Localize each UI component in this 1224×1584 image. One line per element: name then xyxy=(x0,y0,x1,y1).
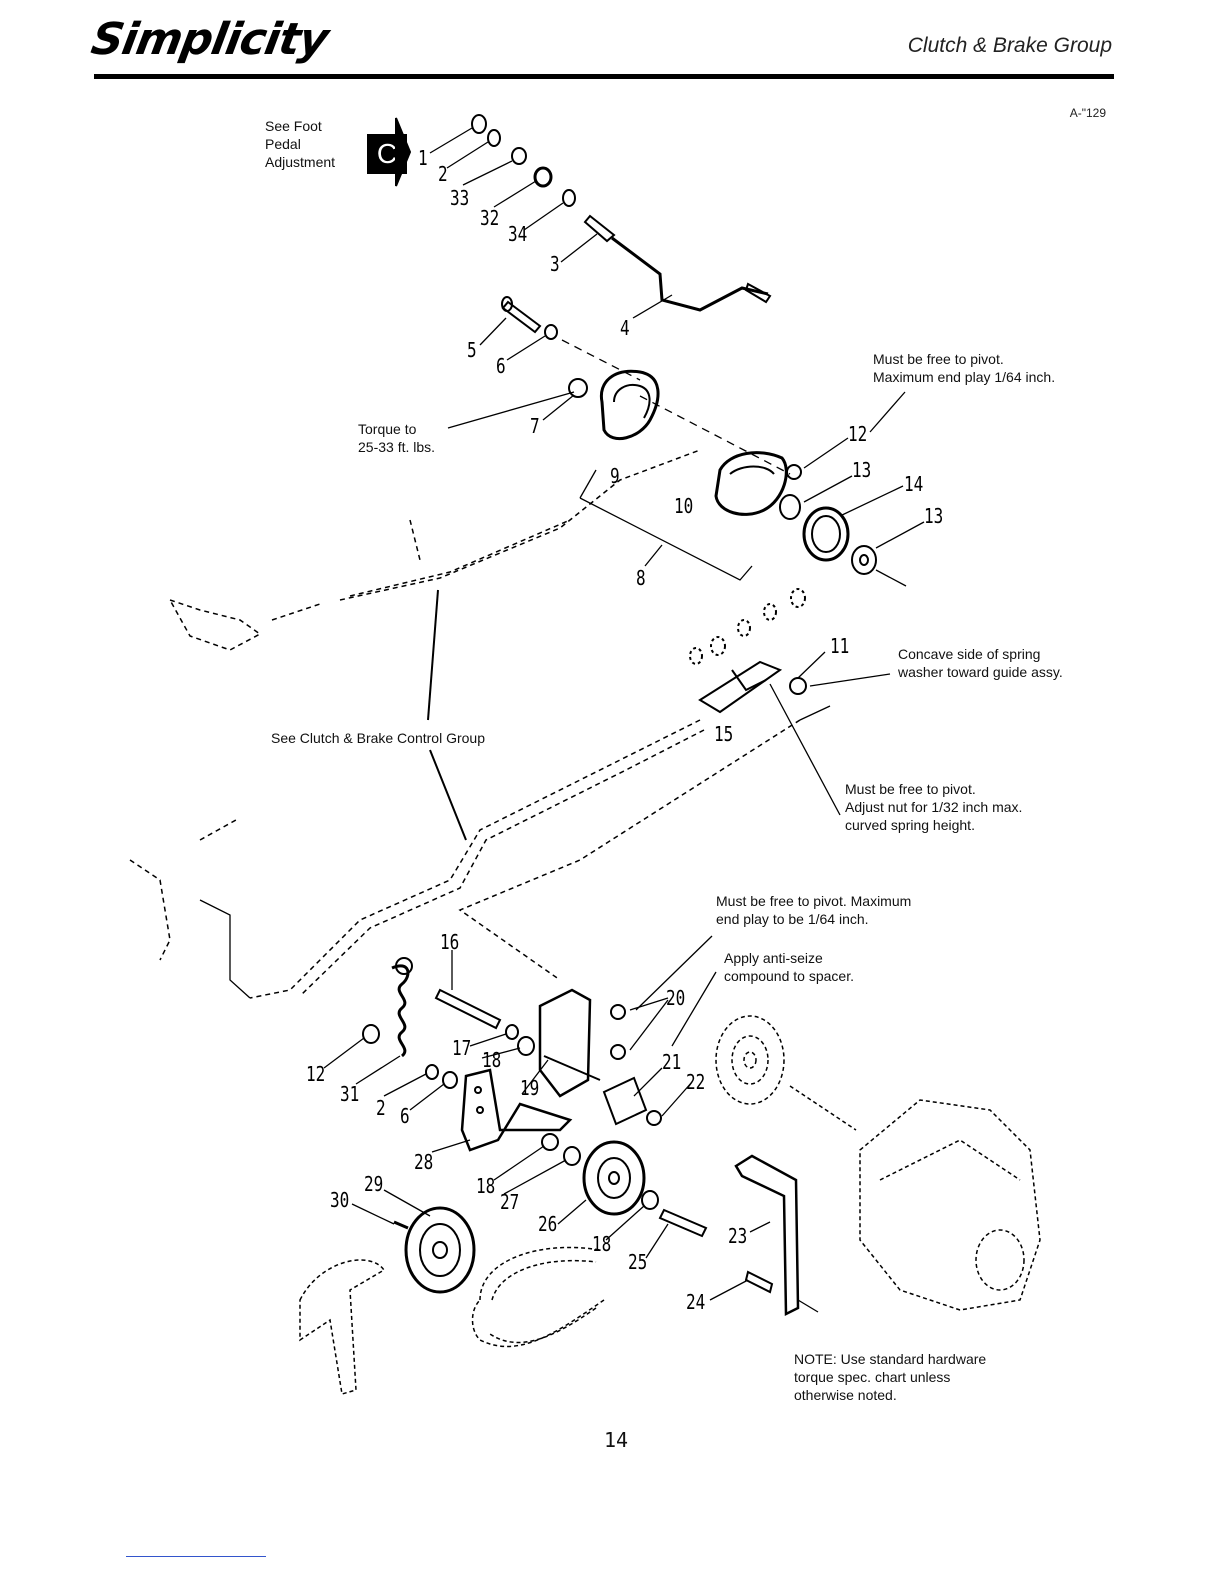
callout-24: 24 xyxy=(686,1290,706,1314)
engine-pulley xyxy=(715,1015,785,1105)
callout-7: 7 xyxy=(530,414,540,438)
guide-assembly-15 xyxy=(689,588,891,816)
callout-6-lower: 6 xyxy=(400,1104,410,1128)
bracket-8 xyxy=(579,395,791,581)
note-spring-washer: Concave side of spring washer toward gui… xyxy=(898,646,1063,680)
callout-13-upper: 13 xyxy=(852,458,872,482)
lower-hardware xyxy=(362,988,662,1126)
leader-lines-top xyxy=(429,127,673,319)
bolt-5-washer-6 xyxy=(479,296,641,381)
callout-5: 5 xyxy=(467,338,477,362)
callout-29: 29 xyxy=(364,1172,384,1196)
callout-18-upper: 18 xyxy=(482,1048,502,1072)
top-hardware-stack xyxy=(471,114,576,207)
callout-26: 26 xyxy=(538,1212,558,1236)
lever-lower-left xyxy=(199,899,251,999)
callout-9: 9 xyxy=(610,464,620,488)
callout-25: 25 xyxy=(628,1250,648,1274)
callout-23: 23 xyxy=(728,1224,748,1248)
note-control-group: See Clutch & Brake Control Group xyxy=(271,730,485,746)
reference-arrow xyxy=(395,117,412,187)
control-linkage-upper xyxy=(168,449,701,651)
note-pivot-20: Must be free to pivot. Maximum end play … xyxy=(716,893,912,927)
callout-8: 8 xyxy=(636,566,646,590)
pulley-stack-13-14 xyxy=(779,391,925,587)
page-number: 14 xyxy=(604,1428,629,1452)
idler-pulley-26 xyxy=(541,1133,708,1238)
spring-31 xyxy=(391,957,413,1058)
bracket-23 xyxy=(734,1154,819,1317)
header-rule xyxy=(94,74,1114,79)
note-torque: Torque to 25-33 ft. lbs. xyxy=(358,421,436,455)
callout-30: 30 xyxy=(330,1188,350,1212)
callout-27: 27 xyxy=(500,1190,520,1214)
belt xyxy=(471,1246,605,1348)
callout-2-lower: 2 xyxy=(376,1096,386,1120)
callout-15: 15 xyxy=(714,722,734,746)
callout-31: 31 xyxy=(340,1082,360,1106)
callout-14: 14 xyxy=(904,472,924,496)
callout-33: 33 xyxy=(450,186,470,210)
callout-19: 19 xyxy=(520,1076,540,1100)
leader-control-group-upper xyxy=(427,589,439,721)
note-pivot-12: Must be free to pivot. Maximum end play … xyxy=(873,351,1056,385)
diagram-id: A-"129 xyxy=(1069,106,1106,120)
callout-12-lower: 12 xyxy=(306,1062,326,1086)
pulley-29 xyxy=(393,1206,476,1294)
callout-20: 20 xyxy=(666,986,686,1010)
blade-spindle xyxy=(299,1259,386,1395)
note-anti-seize: Apply anti-seize compound to spacer. xyxy=(724,950,854,984)
callout-4: 4 xyxy=(620,316,630,340)
callout-2: 2 xyxy=(438,162,448,186)
leader-control-group-lower xyxy=(429,749,467,841)
note-pivot-15: Must be free to pivot. Adjust nut for 1/… xyxy=(845,781,1023,833)
callout-10: 10 xyxy=(674,494,694,518)
callout-3: 3 xyxy=(550,252,560,276)
note-foot-pedal: See Foot Pedal Adjustment xyxy=(265,118,336,170)
section-title: Clutch & Brake Group xyxy=(907,34,1112,57)
note-hardware: NOTE: Use standard hardware torque spec.… xyxy=(794,1351,987,1403)
callout-34: 34 xyxy=(508,222,528,246)
callout-18-lower: 18 xyxy=(592,1232,612,1256)
bracket-28 xyxy=(460,1068,573,1152)
engine-block xyxy=(789,1085,1041,1311)
drum-10 xyxy=(714,451,788,516)
callout-17: 17 xyxy=(452,1036,472,1060)
callout-11: 11 xyxy=(830,634,850,658)
callout-28: 28 xyxy=(414,1150,434,1174)
callout-6: 6 xyxy=(496,354,506,378)
leader-lines-lower xyxy=(323,935,771,1301)
callout-18-middle: 18 xyxy=(476,1174,496,1198)
callout-12-upper: 12 xyxy=(848,422,868,446)
control-linkage-lower xyxy=(129,719,801,999)
callout-13-lower: 13 xyxy=(924,504,944,528)
callout-21: 21 xyxy=(662,1050,682,1074)
part-3-rod xyxy=(583,214,772,312)
callout-16: 16 xyxy=(440,930,460,954)
bottom-rule xyxy=(126,1556,266,1557)
callout-1: 1 xyxy=(418,146,428,170)
callout-32: 32 xyxy=(480,206,500,230)
callout-22: 22 xyxy=(686,1070,706,1094)
reference-c-letter: C xyxy=(376,138,398,169)
brake-band-9 xyxy=(447,369,660,441)
